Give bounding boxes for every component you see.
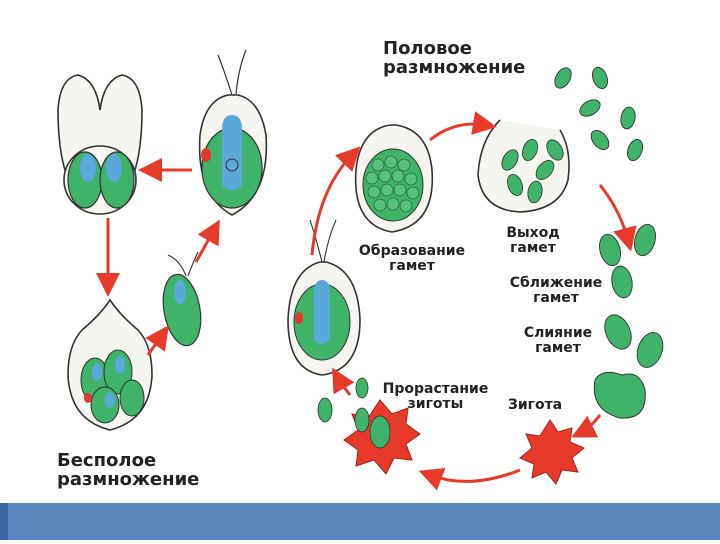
label-gamete-fusion: Слияние гамет [518, 326, 598, 355]
label-gamete-formation: Образование гамет [352, 244, 472, 273]
zygote-forming [594, 372, 645, 418]
arrow-formation-to-release [430, 124, 485, 140]
label-zygote: Зигота [500, 398, 570, 413]
label-gamete-approach: Сближение гамет [506, 276, 606, 305]
footer-accent-strip [0, 503, 8, 540]
asexual-title: Бесполое размножение [57, 452, 199, 490]
arrow-vegetative-to-formation [312, 155, 352, 255]
cell-zoospore [158, 252, 206, 349]
label-zygote-germination-line2: зиготы [378, 397, 493, 412]
arrow-fusion-to-zygote [582, 415, 600, 432]
label-gamete-approach-line1: Сближение [506, 276, 606, 291]
arrow-germination-to-vegetative [338, 378, 350, 395]
cell-sporangium [68, 300, 152, 430]
arrow-c-to-b [196, 230, 214, 262]
label-zygote-text: Зигота [500, 398, 570, 413]
label-gamete-release: Выход гамет [498, 226, 568, 255]
cell-mature-flagellate [200, 50, 267, 215]
label-gamete-release-line1: Выход [498, 226, 568, 241]
label-zygote-germination-line1: Прорастание [378, 382, 493, 397]
cell-two-daughters [58, 75, 142, 214]
asexual-title-line2: размножение [57, 471, 199, 490]
arrow-release-to-approach [600, 185, 628, 240]
label-gamete-approach-line2: гамет [506, 291, 606, 306]
label-zygote-germination: Прорастание зиготы [378, 382, 493, 411]
sexual-title-line2: размножение [383, 59, 525, 78]
label-gamete-release-line2: гамет [498, 241, 568, 256]
gametes-fusing [600, 311, 668, 371]
label-gamete-fusion-line1: Слияние [518, 326, 598, 341]
cell-gamete-formation [356, 125, 433, 232]
sexual-title: Половое размножение [383, 40, 525, 78]
arrow-zygote-to-germination [430, 470, 520, 481]
footer-bar [0, 503, 720, 540]
label-gamete-formation-line2: гамет [352, 259, 472, 274]
label-gamete-formation-line1: Образование [352, 244, 472, 259]
label-gamete-fusion-line2: гамет [518, 341, 598, 356]
arrow-d-to-c [148, 335, 162, 355]
zygote-spiky [520, 420, 584, 484]
cell-vegetative [288, 220, 360, 375]
cell-gamete-release [478, 120, 569, 212]
